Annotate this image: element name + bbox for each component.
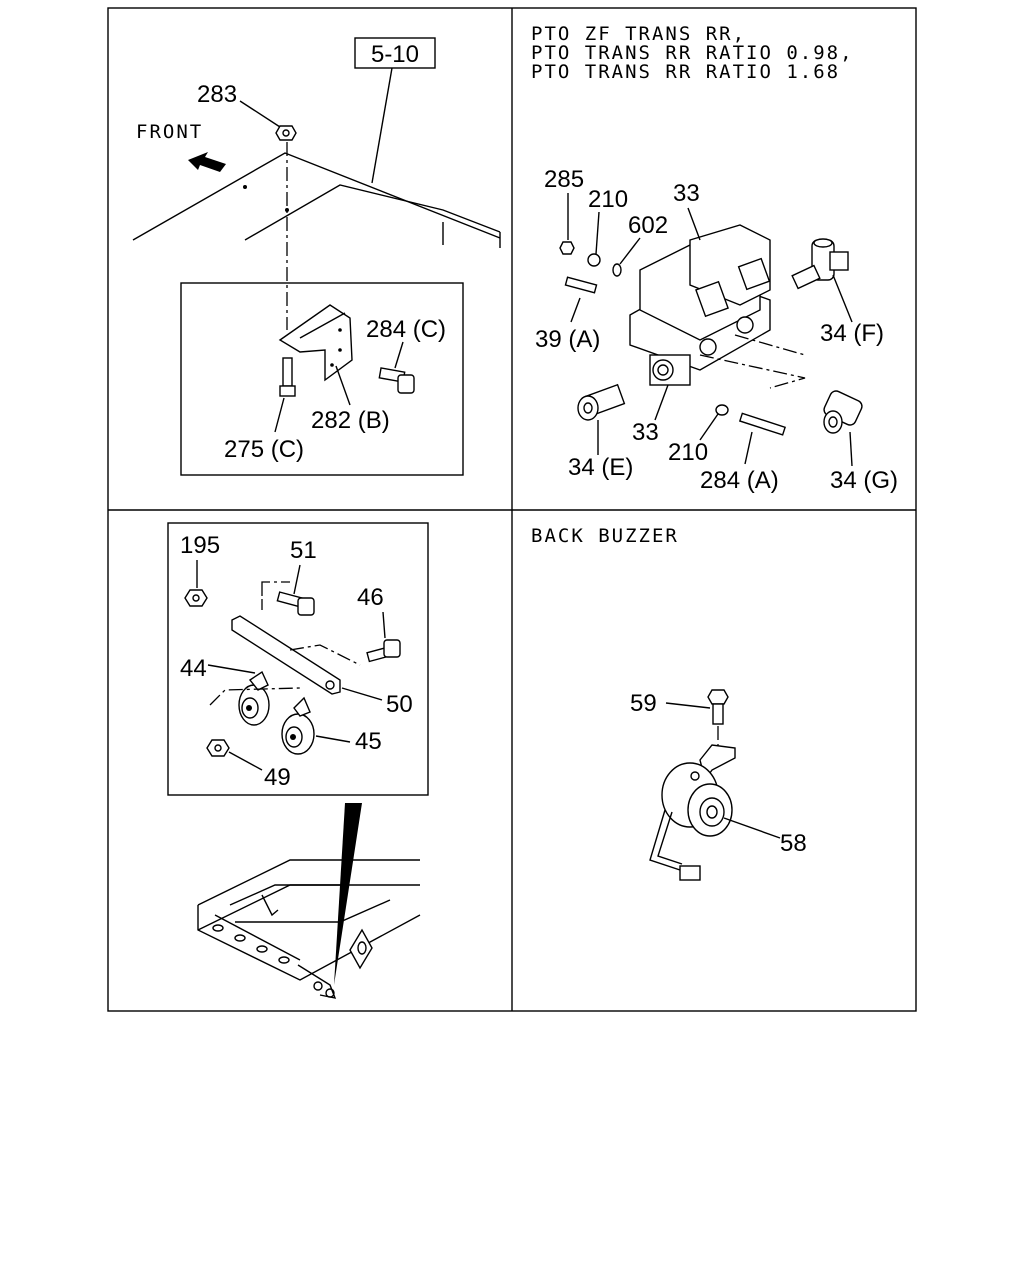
callout-283: 283 bbox=[197, 81, 237, 108]
callout-45: 45 bbox=[355, 728, 382, 755]
detail-box bbox=[180, 282, 464, 476]
callout-33: 33 bbox=[673, 180, 700, 207]
horn-44 bbox=[238, 670, 270, 726]
washer-210 bbox=[587, 253, 601, 267]
callout-275c: 275 (C) bbox=[224, 436, 304, 463]
callout-49: 49 bbox=[264, 764, 291, 791]
nut-49 bbox=[206, 739, 230, 757]
location-pointer bbox=[334, 803, 362, 985]
horn-45 bbox=[281, 696, 315, 755]
o-ring-602 bbox=[612, 263, 622, 277]
front-arrow-icon bbox=[188, 152, 226, 172]
title-line-3: PTO TRANS RR RATIO 1.68 bbox=[531, 61, 840, 83]
horn-detail-box bbox=[167, 522, 429, 796]
fitting-34g bbox=[823, 390, 863, 434]
panel-top-right: PTO ZF TRANS RR, PTO TRANS RR RATIO 0.98… bbox=[531, 23, 898, 494]
callout-33-lower: 33 bbox=[632, 419, 659, 446]
callout-284a: 284 (A) bbox=[700, 467, 779, 494]
title-line-1: PTO ZF TRANS RR, bbox=[531, 23, 746, 45]
callout-282b: 282 (B) bbox=[311, 407, 390, 434]
title-line-2: PTO TRANS RR RATIO 0.98, bbox=[531, 42, 854, 64]
bolt-284a bbox=[738, 412, 786, 436]
nut-283 bbox=[275, 125, 297, 141]
back-buzzer-58 bbox=[649, 744, 736, 881]
floor-panel-inner bbox=[244, 184, 501, 241]
callout-39a: 39 (A) bbox=[535, 326, 600, 353]
panel-top-left: 5-10 FRONT 283 284 (C) 275 (C) bbox=[132, 37, 501, 476]
solenoid-valve-33 bbox=[629, 224, 771, 386]
callout-34f: 34 (F) bbox=[820, 320, 884, 347]
callout-285: 285 bbox=[544, 166, 584, 193]
nut-285 bbox=[559, 241, 575, 255]
callout-210: 210 bbox=[588, 186, 628, 213]
front-label: FRONT bbox=[136, 121, 203, 143]
callout-195: 195 bbox=[180, 532, 220, 559]
callout-602: 602 bbox=[628, 212, 668, 239]
callout-44: 44 bbox=[180, 655, 207, 682]
washer-210-lower bbox=[715, 404, 729, 416]
back-buzzer-title: BACK BUZZER bbox=[531, 525, 679, 547]
bracket-282 bbox=[278, 304, 353, 382]
panel-bottom-right: BACK BUZZER 59 58 bbox=[531, 525, 807, 881]
fitting-34e bbox=[577, 383, 626, 421]
ref-box-label: 5-10 bbox=[371, 41, 419, 68]
callout-210-lower: 210 bbox=[668, 439, 708, 466]
bolt-275c bbox=[282, 357, 293, 387]
callout-59: 59 bbox=[630, 690, 657, 717]
callout-34e: 34 (E) bbox=[568, 454, 633, 481]
callout-46: 46 bbox=[357, 584, 384, 611]
fitting-34f bbox=[791, 238, 849, 290]
floor-panel-edge bbox=[132, 152, 501, 241]
bracket-50 bbox=[231, 615, 341, 695]
ref-box bbox=[354, 37, 436, 69]
callout-51: 51 bbox=[290, 537, 317, 564]
nut-195 bbox=[184, 589, 208, 607]
callout-58: 58 bbox=[780, 830, 807, 857]
ref-leader bbox=[371, 67, 393, 184]
callout-284c: 284 (C) bbox=[366, 316, 446, 343]
callout-50: 50 bbox=[386, 691, 413, 718]
bolt-39a bbox=[564, 276, 598, 294]
bolt-59 bbox=[707, 689, 729, 705]
chassis-frame bbox=[197, 859, 421, 999]
panel-bottom-left: 195 51 46 50 44 bbox=[167, 522, 429, 999]
callout-34g: 34 (G) bbox=[830, 467, 898, 494]
